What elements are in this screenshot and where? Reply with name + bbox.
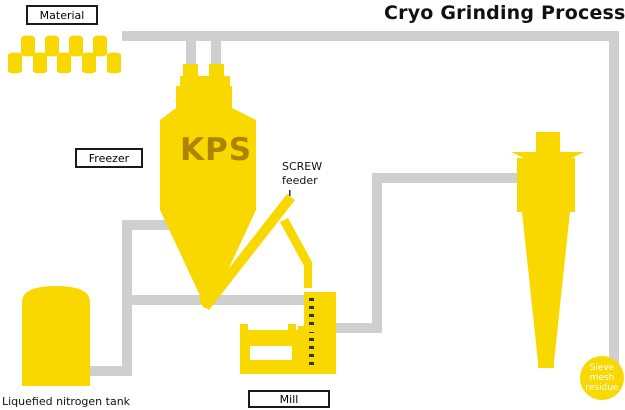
top-return-pipe-vertical xyxy=(211,31,221,71)
screw-feeder-tube xyxy=(201,194,295,310)
mill xyxy=(240,292,336,374)
nitrogen-tank-label: Liquefied nitrogen tank xyxy=(2,395,131,408)
hopper-body xyxy=(160,86,256,300)
screw-label-tick xyxy=(289,190,291,196)
hopper-inlet-right xyxy=(209,64,224,76)
mill-column xyxy=(314,292,336,374)
mill-left-post xyxy=(240,324,248,338)
mill-to-cyclone-pipe-vertical xyxy=(372,173,382,333)
kps-label: KPS xyxy=(180,132,253,168)
screw-feeder xyxy=(201,194,312,310)
sieve-badge-line1: Sieve xyxy=(589,363,615,373)
cyclone-cone xyxy=(522,212,570,362)
sieve-badge-line2: mesh xyxy=(589,373,615,383)
pellet xyxy=(57,52,71,74)
freezer-label: Freezer xyxy=(75,148,143,168)
pellet xyxy=(107,52,121,74)
cyclone-top xyxy=(536,132,560,152)
diagram-title: Cryo Grinding Process xyxy=(384,2,625,24)
nitrogen-to-freezer-pipe-h xyxy=(122,220,172,230)
pellet xyxy=(82,52,96,74)
nitrogen-tank xyxy=(22,286,90,386)
mill-to-cyclone-pipe xyxy=(334,323,382,333)
cyclone-outlet xyxy=(538,362,554,368)
top-return-pipe xyxy=(211,31,619,41)
material-feed-pipe xyxy=(122,31,218,41)
screw-feeder-drop xyxy=(304,262,312,288)
pellet xyxy=(93,35,107,57)
screw-feeder-label-line1: SCREW xyxy=(282,160,323,173)
pellet xyxy=(8,52,22,74)
cyclone-chamber xyxy=(517,158,575,212)
pellet xyxy=(69,35,83,57)
material-label: Material xyxy=(26,5,98,25)
material-pellets xyxy=(8,35,121,74)
nitrogen-tank-body xyxy=(22,286,90,386)
sieve-badge-line3: residue xyxy=(585,383,619,393)
right-return-pipe xyxy=(609,31,619,371)
screw-feeder-label-line2: feeder xyxy=(282,174,318,187)
pellet xyxy=(45,35,59,57)
nitrogen-outlet-pipe xyxy=(90,366,132,376)
pellet xyxy=(33,52,47,74)
mill-right-post xyxy=(288,324,296,338)
cyclone-inlet-pipe xyxy=(372,173,524,183)
pellet xyxy=(21,35,35,57)
mill-crossbar xyxy=(298,326,332,332)
hopper-left-inlet-pipe xyxy=(186,31,196,71)
freezer-hopper xyxy=(160,64,256,308)
screw-feeder-arm xyxy=(280,218,312,266)
hopper-inlet-left xyxy=(183,64,198,76)
hopper-neck xyxy=(180,76,230,86)
cyclone-shoulder xyxy=(511,152,584,158)
cyclone xyxy=(511,132,584,368)
sieve-mesh-residue-badge: Sieve mesh residue xyxy=(580,356,624,400)
mill-base-window xyxy=(250,346,292,360)
mill-label: Mill xyxy=(248,390,330,408)
